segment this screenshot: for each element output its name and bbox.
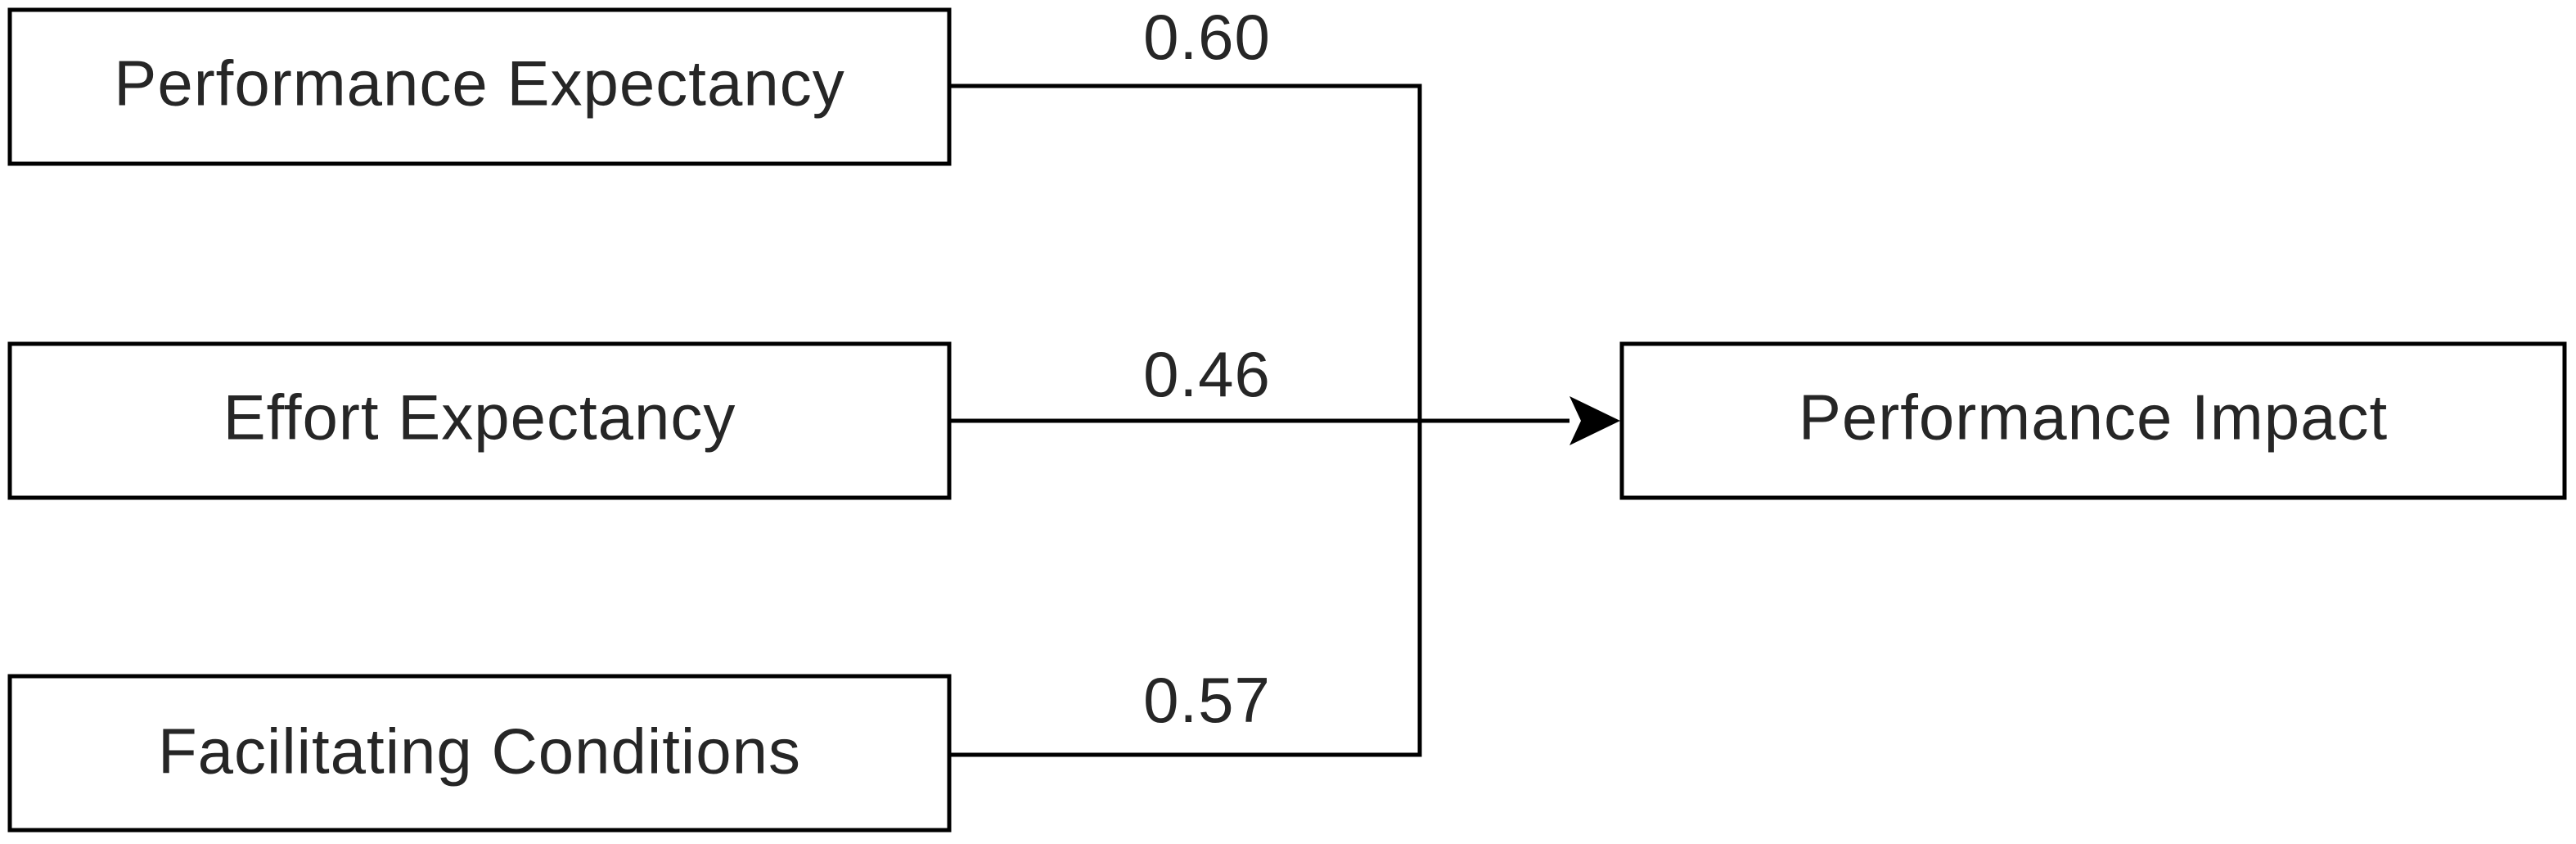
arrowhead-icon — [1569, 396, 1620, 445]
edge-facilitating-conditions — [949, 421, 1422, 757]
edge-label-performance-expectancy: 0.60 — [1143, 1, 1271, 73]
node-box — [1619, 341, 2567, 500]
node-performance-expectancy: Performance Expectancy — [7, 7, 952, 166]
connectors — [949, 83, 1620, 757]
node-label: Performance Impact — [1799, 381, 2388, 454]
node-box — [7, 341, 952, 500]
node-label: Effort Expectancy — [223, 381, 736, 454]
node-facilitating-conditions: Facilitating Conditions — [7, 674, 952, 833]
edge-label-effort-expectancy: 0.46 — [1143, 338, 1271, 410]
node-label: Performance Expectancy — [114, 47, 844, 120]
node-box — [7, 7, 952, 166]
edge-label-facilitating-conditions: 0.57 — [1143, 664, 1271, 736]
node-label: Facilitating Conditions — [158, 715, 801, 788]
node-effort-expectancy: Effort Expectancy — [7, 341, 952, 500]
node-performance-impact: Performance Impact — [1619, 341, 2567, 500]
node-box — [7, 674, 952, 833]
edge-performance-expectancy — [949, 83, 1422, 421]
